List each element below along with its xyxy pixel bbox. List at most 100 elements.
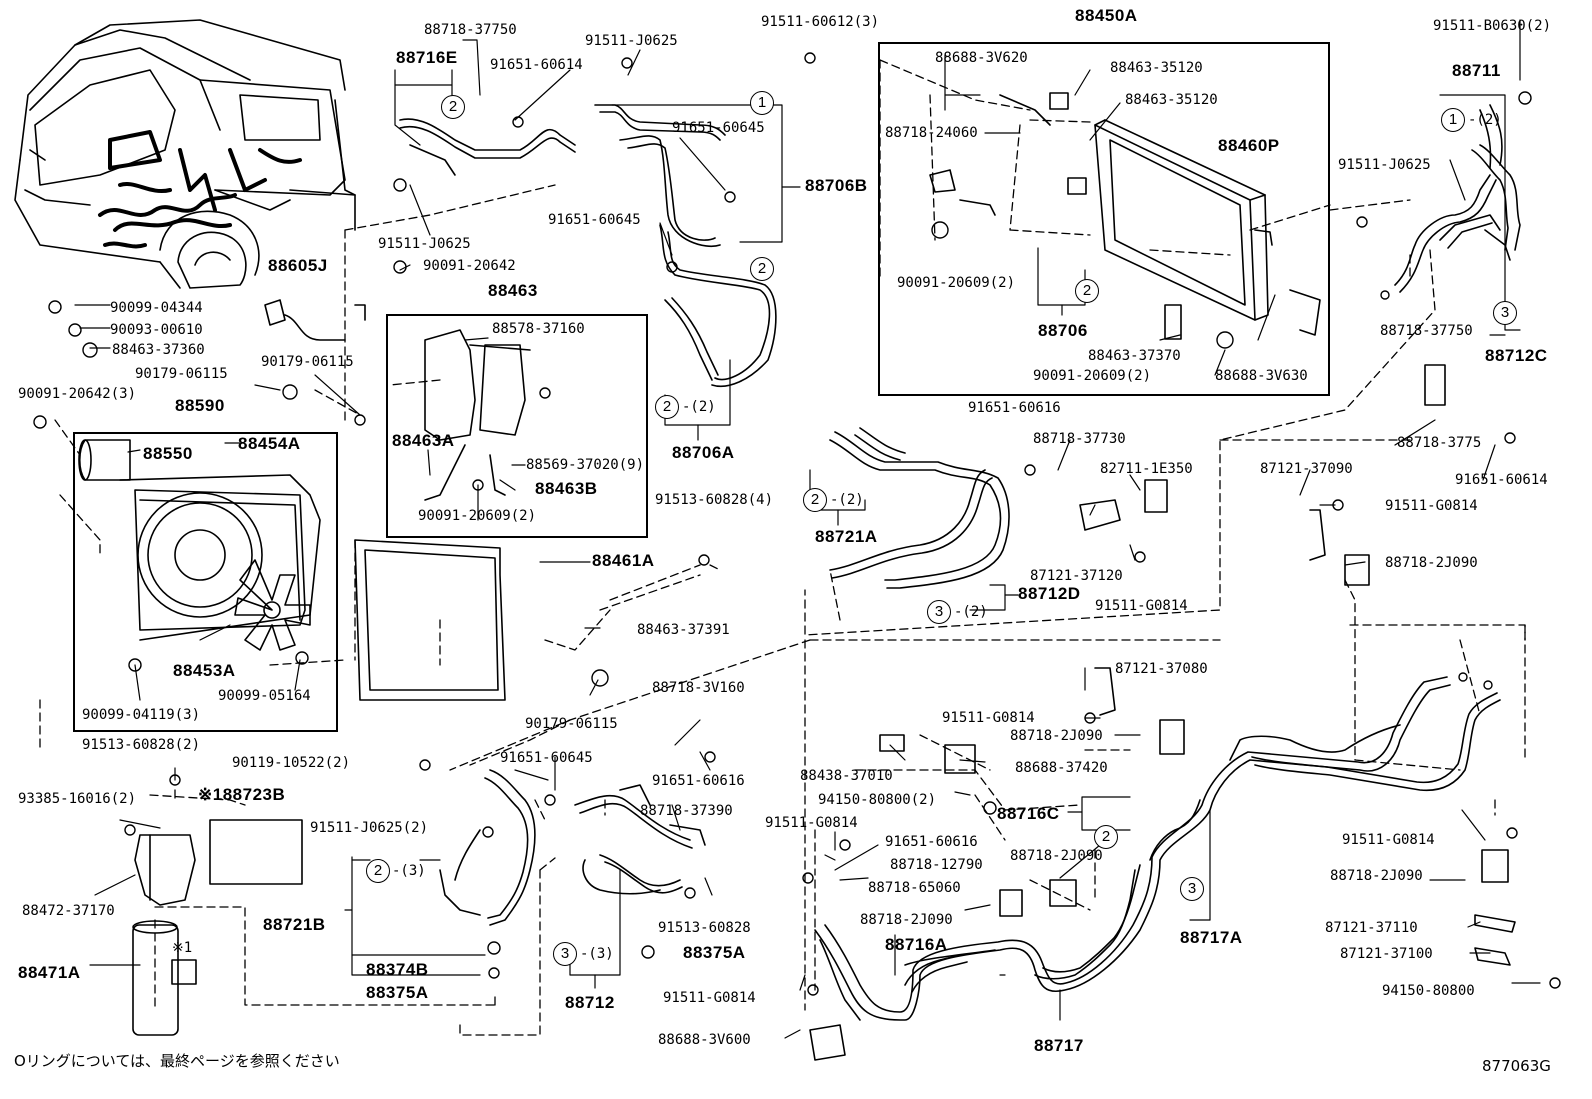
label-88718-2J090-c: 88718-2J090 bbox=[1010, 848, 1103, 864]
label-88711: 88711 bbox=[1452, 61, 1501, 80]
label-88718-2J090-b: 88718-2J090 bbox=[1010, 728, 1103, 744]
label-88460P: 88460P bbox=[1218, 136, 1280, 155]
label-91511-J0625-2: 91511-J0625(2) bbox=[310, 820, 429, 836]
label-88374B: 88374B bbox=[366, 960, 429, 979]
label-90091-20609-c: 90091-20609(2) bbox=[418, 508, 537, 524]
label-91651-60614-top: 91651-60614 bbox=[490, 57, 583, 73]
label-88605J: 88605J bbox=[268, 256, 328, 275]
label-88453A: 88453A bbox=[173, 661, 236, 680]
callout-3-88717A: 3 bbox=[1180, 877, 1204, 901]
label-88463-37360: 88463-37360 bbox=[112, 342, 205, 358]
label-88712C: 88712C bbox=[1485, 346, 1548, 365]
label-91513-60828-2: 91513-60828(2) bbox=[82, 737, 201, 753]
label-88463A: 88463A bbox=[392, 431, 455, 450]
callout-1-88711: 1 bbox=[1441, 108, 1465, 132]
label-91651-60614-right: 91651-60614 bbox=[1455, 472, 1548, 488]
label-91511-B0630: 91511-B0630(2) bbox=[1433, 18, 1552, 34]
label-91511-J0625-top: 91511-J0625 bbox=[585, 33, 678, 49]
label-91511-J0625-left: 91511-J0625 bbox=[378, 236, 471, 252]
label-88463-35120-a: 88463-35120 bbox=[1110, 60, 1203, 76]
label-91651-60616-b: 91651-60616 bbox=[652, 773, 745, 789]
diagram-code: 877063G bbox=[1482, 1057, 1551, 1075]
label-90091-20642-3: 90091-20642(3) bbox=[18, 386, 137, 402]
label-91511-G0814-f: 91511-G0814 bbox=[663, 990, 756, 1006]
callout-2-88706A-qty: -(2) bbox=[682, 399, 716, 415]
label-88461A: 88461A bbox=[592, 551, 655, 570]
label-82711-1E350: 82711-1E350 bbox=[1100, 461, 1193, 477]
label-88688-3V600: 88688-3V600 bbox=[658, 1032, 751, 1048]
group-box-88590 bbox=[73, 432, 338, 732]
label-88712: 88712 bbox=[565, 993, 615, 1012]
label-91511-G0814-e: 91511-G0814 bbox=[1342, 832, 1435, 848]
group-box-88463 bbox=[386, 314, 648, 538]
label-88706A: 88706A bbox=[672, 443, 735, 462]
label-88723B-mark: ※1 bbox=[198, 785, 223, 804]
label-91511-G0814-a: 91511-G0814 bbox=[1385, 498, 1478, 514]
label-88471A: 88471A bbox=[18, 963, 81, 982]
label-88718-37390: 88718-37390 bbox=[640, 803, 733, 819]
truck-cab-illustration bbox=[14, 19, 356, 289]
label-90179-06115-b: 90179-06115 bbox=[135, 366, 228, 382]
label-87121-37110: 87121-37110 bbox=[1325, 920, 1418, 936]
label-90093-00610: 90093-00610 bbox=[110, 322, 203, 338]
label-88718-65060: 88718-65060 bbox=[868, 880, 961, 896]
group-box-88450A bbox=[878, 42, 1330, 396]
label-93385-16016: 93385-16016(2) bbox=[18, 791, 137, 807]
label-88716A: 88716A bbox=[885, 935, 948, 954]
label-88716C: 88716C bbox=[997, 804, 1060, 823]
fastener-symbols bbox=[33, 52, 1561, 996]
label-88471A-mark: ※1 bbox=[172, 940, 193, 956]
label-88569-37020: 88569-37020(9) bbox=[526, 457, 645, 473]
label-91651-60645-mid: 91651-60645 bbox=[548, 212, 641, 228]
label-88718-37750-right: 88718-37750 bbox=[1380, 323, 1473, 339]
callout-2-88721A: 2 bbox=[803, 488, 827, 512]
footnote-o-ring: Oリングについては、最終ページを参照ください bbox=[14, 1052, 340, 1070]
label-91511-G0814-c: 91511-G0814 bbox=[942, 710, 1035, 726]
label-88718-3V160: 88718-3V160 bbox=[652, 680, 745, 696]
callout-1-88711-qty: -(2) bbox=[1468, 112, 1502, 128]
label-88718-12790: 88718-12790 bbox=[890, 857, 983, 873]
label-88718-2J090-d: 88718-2J090 bbox=[1330, 868, 1423, 884]
label-88688-3V630: 88688-3V630 bbox=[1215, 368, 1308, 384]
label-90091-20609-a: 90091-20609(2) bbox=[897, 275, 1016, 291]
component-outlines bbox=[78, 92, 1516, 1061]
label-88454A: 88454A bbox=[238, 434, 301, 453]
label-88463B: 88463B bbox=[535, 479, 598, 498]
label-90091-20609-b: 90091-20609(2) bbox=[1033, 368, 1152, 384]
callout-3-88712D: 3 bbox=[927, 600, 951, 624]
label-88463-35120-b: 88463-35120 bbox=[1125, 92, 1218, 108]
label-88712D: 88712D bbox=[1018, 584, 1081, 603]
label-88723B-number: 88723B bbox=[222, 785, 286, 804]
callout-2-88706B: 2 bbox=[750, 257, 774, 281]
label-88450A: 88450A bbox=[1075, 6, 1138, 25]
label-90099-04119: 90099-04119(3) bbox=[82, 707, 201, 723]
label-91651-60645-low: 91651-60645 bbox=[500, 750, 593, 766]
label-88723B: ※188723B bbox=[198, 785, 286, 804]
label-91651-60616-a: 91651-60616 bbox=[968, 400, 1061, 416]
label-88590: 88590 bbox=[175, 396, 225, 415]
callout-2-88716C: 2 bbox=[1094, 825, 1118, 849]
label-87121-37100: 87121-37100 bbox=[1340, 946, 1433, 962]
label-88717: 88717 bbox=[1034, 1036, 1084, 1055]
label-91511-60612: 91511-60612(3) bbox=[761, 14, 880, 30]
label-88721B: 88721B bbox=[263, 915, 326, 934]
label-91513-60828: 91513-60828 bbox=[658, 920, 751, 936]
callout-3-88712D-qty: -(2) bbox=[954, 604, 988, 620]
label-88472-37170: 88472-37170 bbox=[22, 903, 115, 919]
label-88688-37420: 88688-37420 bbox=[1015, 760, 1108, 776]
label-94150-80800: 94150-80800 bbox=[1382, 983, 1475, 999]
label-88438-37010: 88438-37010 bbox=[800, 768, 893, 784]
label-88375A-b: 88375A bbox=[683, 943, 746, 962]
label-90099-05164: 90099-05164 bbox=[218, 688, 311, 704]
label-91651-60645-top: 91651-60645 bbox=[672, 120, 765, 136]
callout-2-88706A: 2 bbox=[655, 395, 679, 419]
label-87121-37090: 87121-37090 bbox=[1260, 461, 1353, 477]
label-90119-10522: 90119-10522(2) bbox=[232, 755, 351, 771]
label-88718-24060: 88718-24060 bbox=[885, 125, 978, 141]
label-90179-06115-c: 90179-06115 bbox=[525, 716, 618, 732]
label-88706: 88706 bbox=[1038, 321, 1088, 340]
truck-ac-piping-highlight bbox=[98, 130, 302, 249]
label-91513-60828-4: 91513-60828(4) bbox=[655, 492, 774, 508]
refrigerant-pipes bbox=[399, 104, 1521, 1021]
